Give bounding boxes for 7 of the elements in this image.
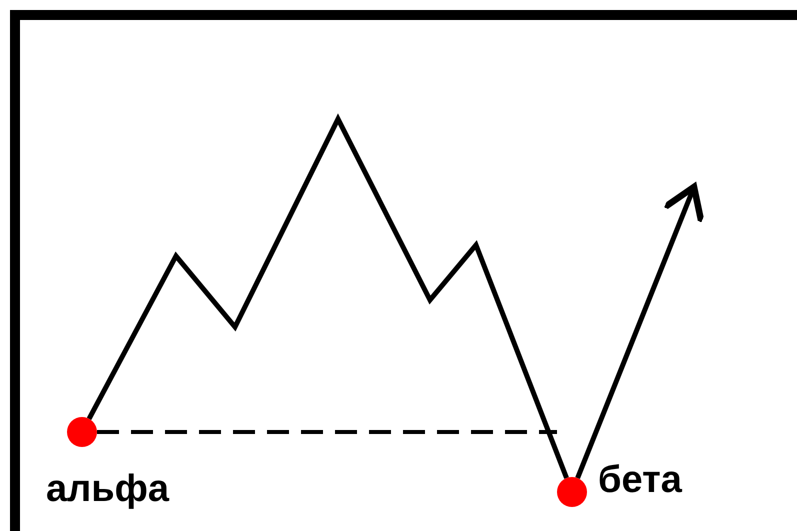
dashed-line (97, 430, 557, 434)
point-marker (67, 417, 97, 447)
point-marker (557, 477, 587, 507)
point-label: бета (598, 461, 682, 499)
point-label: альфа (46, 470, 170, 508)
price-line (86, 113, 569, 479)
arrow (575, 184, 705, 479)
